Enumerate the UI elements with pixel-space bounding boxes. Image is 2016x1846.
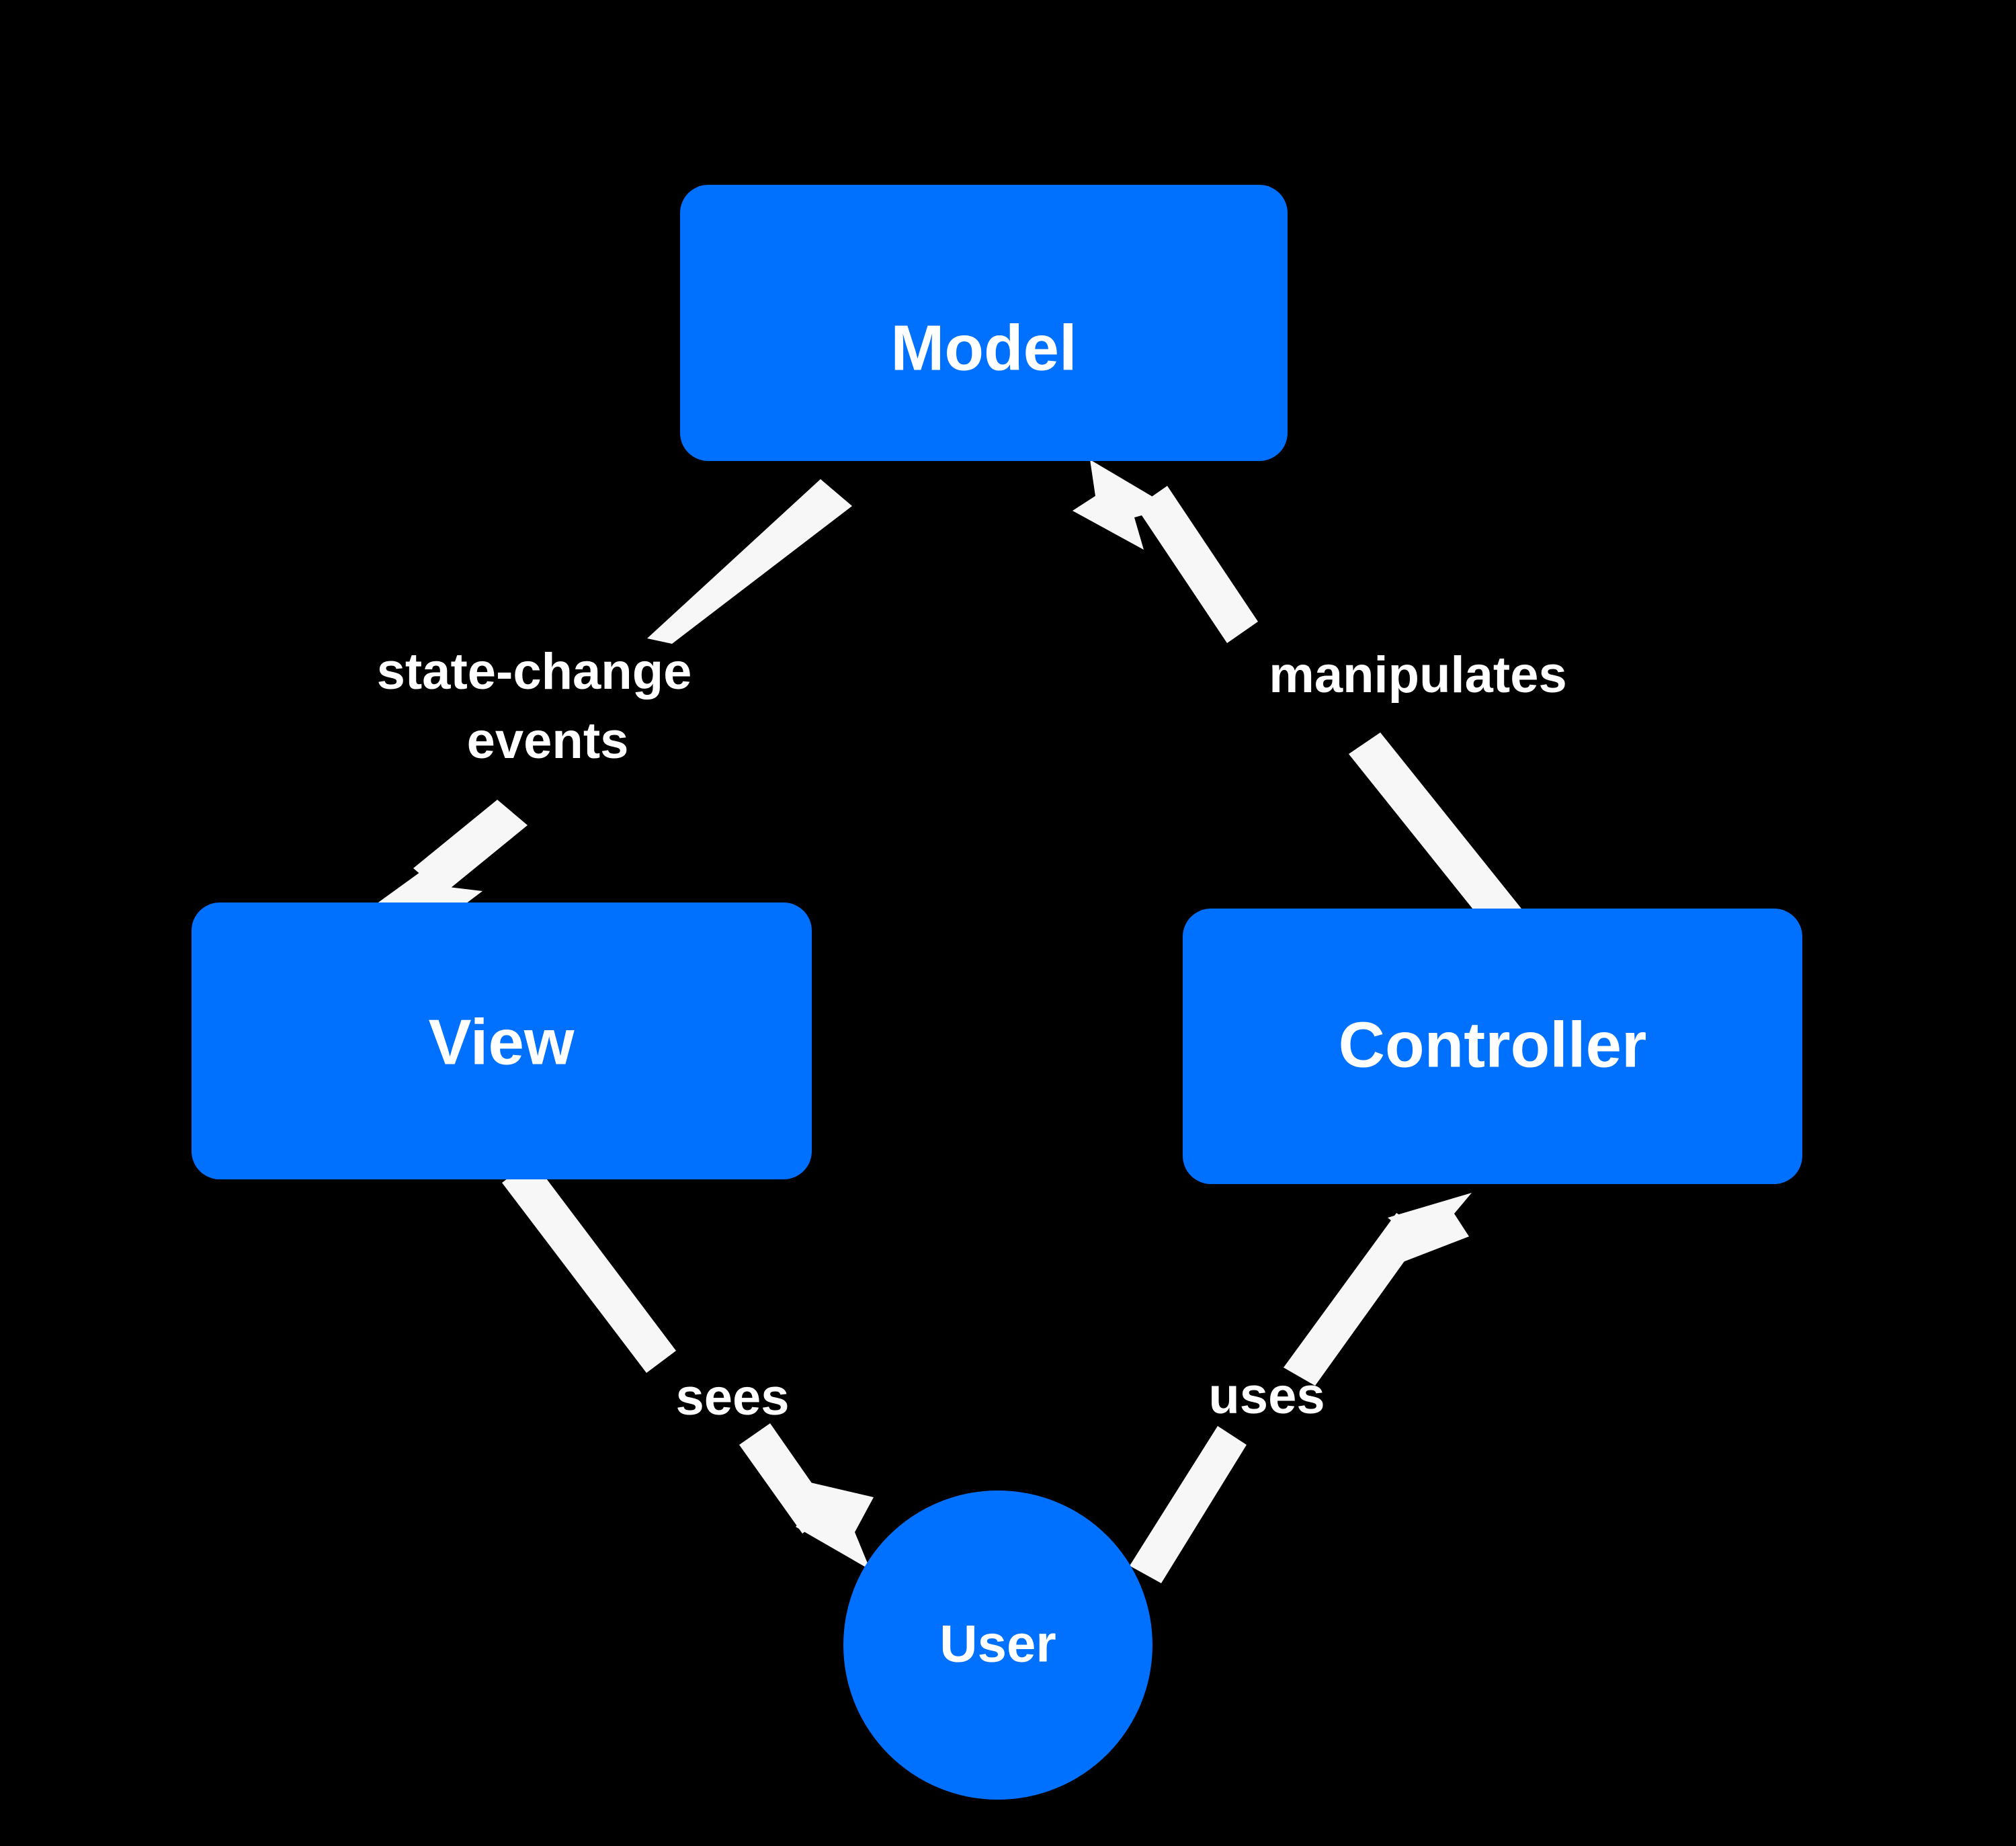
edge-controller-to-model-arrowhead	[1073, 460, 1171, 550]
node-view[interactable]: View	[192, 903, 812, 1179]
node-model[interactable]: Model	[680, 185, 1288, 461]
node-user-label: User	[939, 1614, 1056, 1673]
edge-view-to-user-segment-upper	[502, 1160, 676, 1373]
node-user-shape[interactable]	[843, 1491, 1152, 1800]
edge-label-sees: sees	[675, 1369, 789, 1426]
node-view-shape[interactable]	[192, 903, 812, 1179]
edge-controller-to-model	[1073, 460, 1538, 950]
edge-label-state-change-line2: events	[467, 712, 629, 769]
edge-view-to-user	[502, 1160, 874, 1570]
edge-controller-to-model-segment-lower	[1349, 732, 1538, 950]
edge-label-uses: uses	[1208, 1368, 1325, 1425]
node-view-label: View	[428, 1006, 574, 1078]
edge-label-manipulates: manipulates	[1269, 646, 1566, 704]
edge-view-to-user-segment-lower	[739, 1423, 832, 1534]
edge-user-to-controller	[1130, 1193, 1472, 1583]
edge-model-to-view	[376, 479, 852, 951]
node-model-shape[interactable]	[680, 185, 1288, 461]
edge-controller-to-model-segment-upper	[1136, 486, 1258, 643]
node-controller[interactable]: Controller	[1183, 909, 1802, 1184]
node-model-label: Model	[890, 312, 1077, 384]
edge-model-to-view-segment-upper	[647, 479, 852, 644]
edge-user-to-controller-segment-lower	[1130, 1426, 1247, 1583]
edge-label-state-change-line1: state-change	[377, 643, 692, 700]
node-controller-label: Controller	[1339, 1009, 1647, 1081]
edge-user-to-controller-segment-upper	[1284, 1213, 1426, 1386]
edge-model-to-view-arrowhead	[376, 849, 482, 951]
edge-view-to-user-arrowhead	[793, 1478, 874, 1570]
node-user[interactable]: User	[843, 1491, 1152, 1800]
edge-user-to-controller-arrowhead	[1388, 1193, 1472, 1266]
node-controller-shape[interactable]	[1183, 909, 1802, 1184]
